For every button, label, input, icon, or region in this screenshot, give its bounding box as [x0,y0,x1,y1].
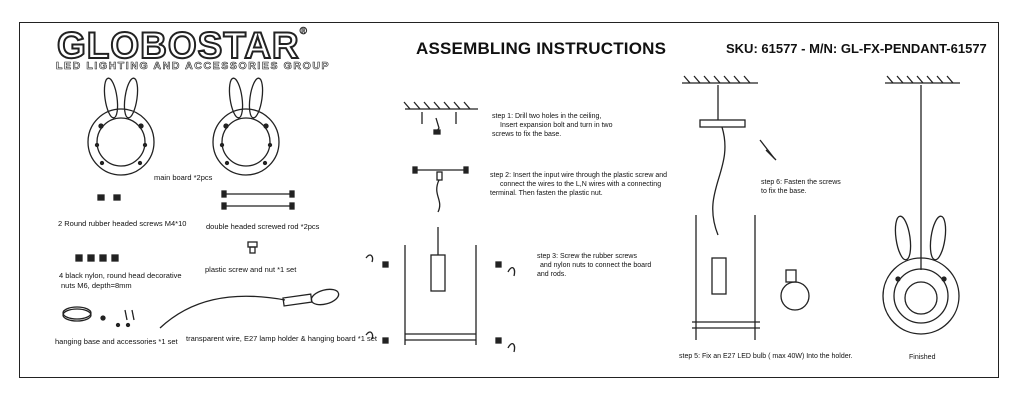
ceiling-icon [403,101,478,135]
brand-logo: GLOBOSTAR® [56,25,309,66]
plastic-screw-icon [247,241,258,254]
brand-tagline: LED LIGHTING AND ACCESSORIES GROUP [56,60,331,73]
rod-icon [221,190,295,210]
sku-model-number: SKU: 61577 - M/N: GL-FX-PENDANT-61577 [726,41,987,56]
step-5-text: step 5: Fix an E27 LED bulb ( max 40W) I… [679,353,853,360]
main-board-label: main board *2pcs [154,173,213,182]
hanging-base-label: hanging base and accessories *1 set [55,337,178,346]
page-title: ASSEMBLING INSTRUCTIONS [416,39,667,58]
step-2-text: step 2: Insert the input wire through th… [490,172,668,198]
screws-label: 2 Round rubber headed screws M4*10 [58,219,187,228]
nylon-nuts-label-line2: nuts M6, depth=8mm [61,281,132,290]
rod-label: double headed screwed rod *2pcs [206,222,320,231]
step-6-text: step 6: Fasten the screws to fix the bas… [761,179,841,196]
screw-icon [97,194,121,201]
base-plate-icon [412,166,469,213]
wire-assembly-icon [159,288,340,329]
plastic-screw-label: plastic screw and nut *1 set [205,265,297,274]
bunny-board-icon [212,77,280,176]
step-3-text: step 3: Screw the rubber screws and nylo… [537,253,652,279]
finished-label: Finished [909,354,936,361]
wire-label: transparent wire, E27 lamp holder & hang… [186,334,377,343]
nylon-nuts-label-line1: 4 black nylon, round head decorative [59,271,182,280]
instruction-sheet-frame [19,22,999,378]
nut-icon [75,254,119,262]
step-1-text: step 1: Drill two holes in the ceiling, … [492,113,613,139]
bunny-board-icon [87,77,155,176]
pendant-assembly-icon [682,75,810,340]
hanging-base-icon [62,306,135,328]
finished-lamp-icon [882,75,960,335]
frame-assembly-icon [365,227,516,353]
